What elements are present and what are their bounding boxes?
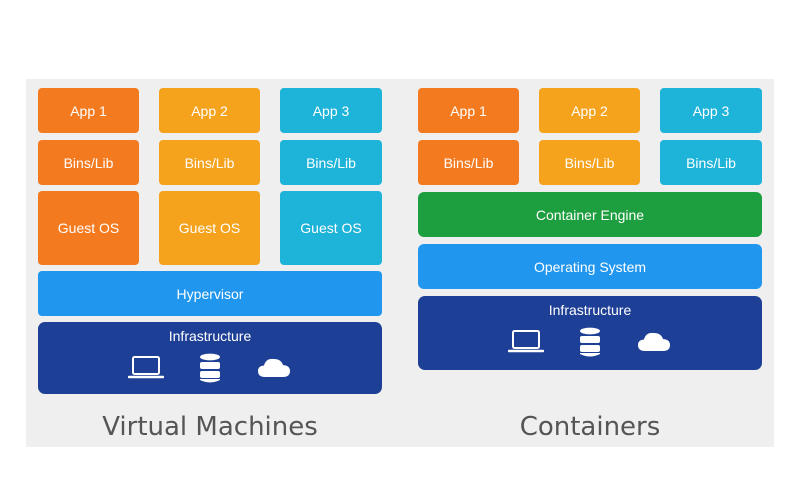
container-app-2: App 2 [539, 88, 640, 133]
container-bins-lib-1: Bins/Lib [418, 140, 519, 185]
container-bins-lib-3: Bins/Lib [660, 140, 762, 185]
container-infrastructure-label: Infrastructure [548, 302, 632, 318]
vm-guest-os-1: Guest OS [38, 191, 139, 265]
vm-guest-os-2: Guest OS [159, 191, 260, 265]
vm-app-3: App 3 [280, 88, 382, 133]
laptop-icon [128, 355, 164, 381]
vm-infrastructure-label: Infrastructure [168, 328, 252, 344]
laptop-icon [508, 329, 544, 355]
vm-caption: Virtual Machines [102, 412, 318, 442]
vm-bins-lib-3: Bins/Lib [280, 140, 382, 185]
vm-infrastructure-icons [128, 352, 292, 384]
vm-app-1: App 1 [38, 88, 139, 133]
container-bins-lib-2: Bins/Lib [539, 140, 640, 185]
database-icon [198, 352, 222, 384]
vm-guest-os-3: Guest OS [280, 191, 382, 265]
vm-bins-lib-1: Bins/Lib [38, 140, 139, 185]
container-engine-layer: Container Engine [418, 192, 762, 237]
operating-system-layer: Operating System [418, 244, 762, 289]
containers-caption: Containers [519, 412, 661, 442]
vm-infrastructure-layer: Infrastructure [38, 322, 382, 394]
vm-hypervisor-layer: Hypervisor [38, 271, 382, 316]
database-icon [578, 326, 602, 358]
container-app-3: App 3 [660, 88, 762, 133]
vm-app-2: App 2 [159, 88, 260, 133]
container-infrastructure-layer: Infrastructure [418, 296, 762, 370]
container-infrastructure-icons [508, 326, 672, 358]
container-app-1: App 1 [418, 88, 519, 133]
cloud-icon [636, 330, 672, 354]
cloud-icon [256, 356, 292, 380]
vm-bins-lib-2: Bins/Lib [159, 140, 260, 185]
